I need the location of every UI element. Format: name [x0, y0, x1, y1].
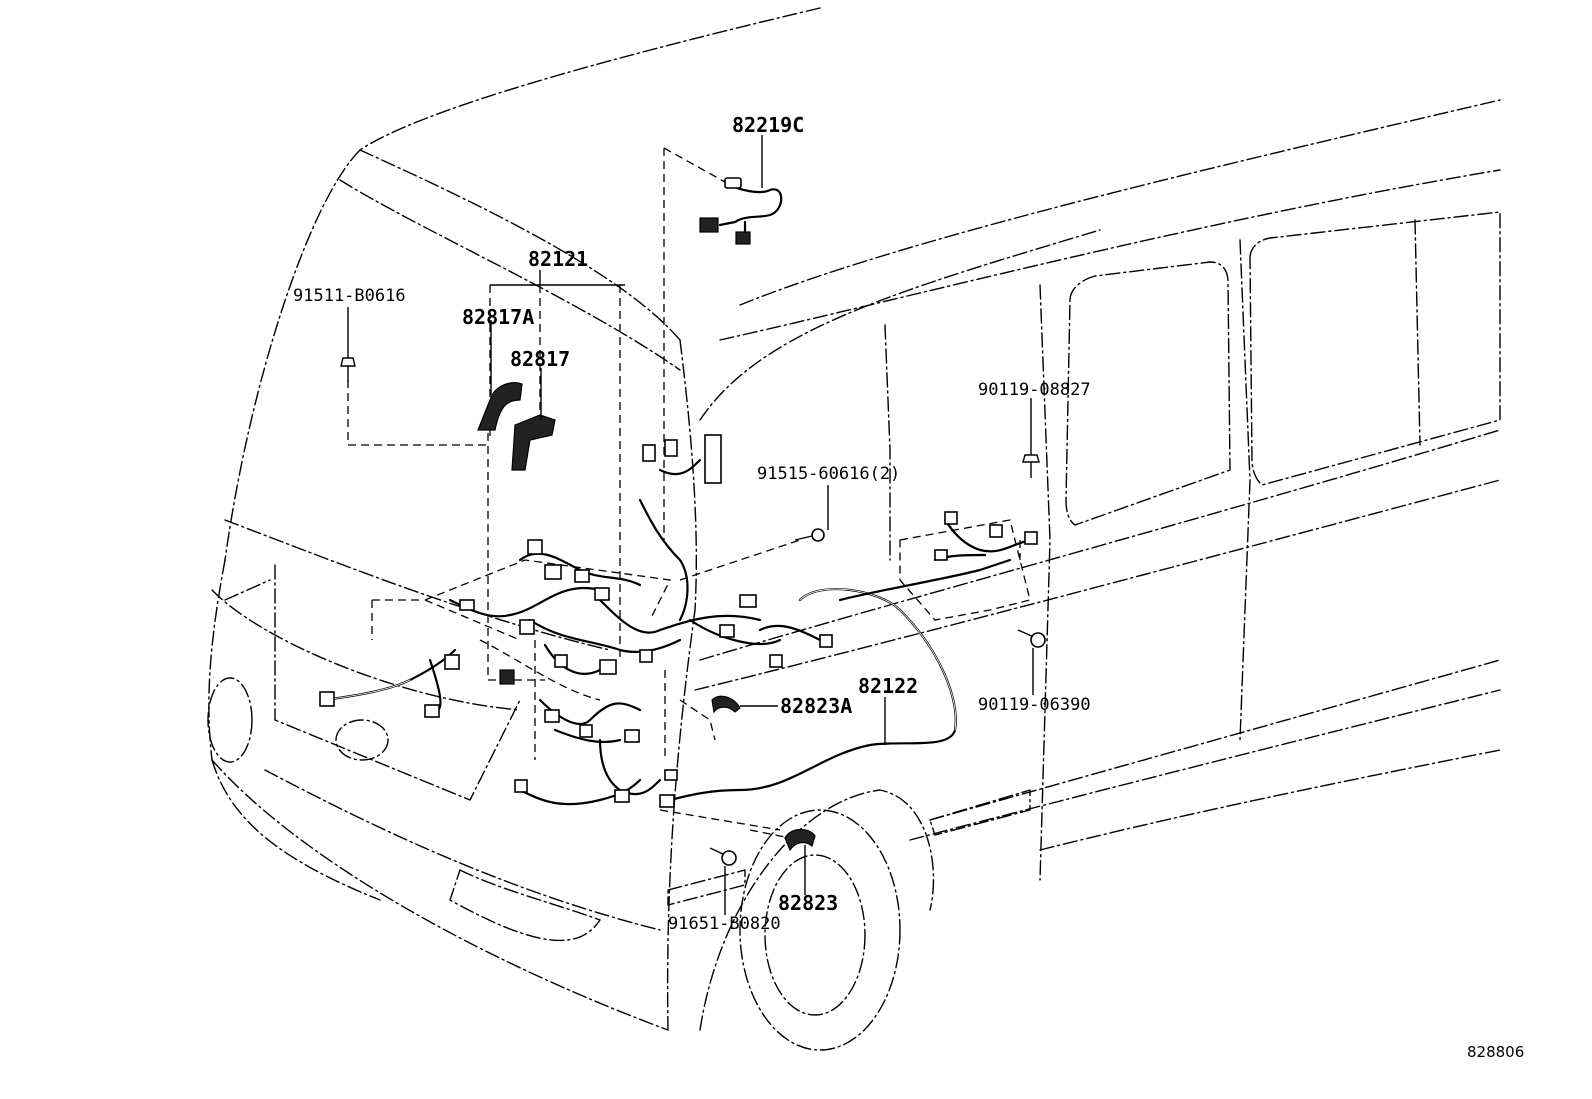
- part-label-91651-B0820: 91651-B0820: [668, 914, 781, 934]
- part-label-82817: 82817: [510, 347, 570, 371]
- cowl-wire-82122: [668, 558, 1012, 802]
- part-label-82122: 82122: [858, 674, 918, 698]
- part-label-90119-06390: 90119-06390: [978, 695, 1091, 715]
- part-labels: 82219C 82121 82817A 82817 91511-B0616 91…: [293, 113, 1524, 1061]
- connectors: [319, 177, 1038, 808]
- part-label-82219C: 82219C: [732, 113, 804, 137]
- leader-lines: [347, 135, 1034, 915]
- side-harness: [933, 518, 1032, 562]
- part-label-91511-B0616: 91511-B0616: [293, 286, 406, 306]
- part-label-82121: 82121: [528, 247, 588, 271]
- engine-room-harness-82121: [323, 458, 822, 806]
- assembly-boundaries: [347, 147, 1031, 841]
- illustration-code: 828806: [1467, 1043, 1524, 1061]
- part-label-91515-60616: 91515-60616(2): [757, 464, 900, 484]
- part-label-90119-08827: 90119-08827: [978, 380, 1091, 400]
- bolts: [340, 357, 1046, 866]
- sub-harness-82219C: [718, 183, 783, 237]
- van-body-outline: [207, 7, 1501, 1051]
- part-label-82823A: 82823A: [780, 694, 852, 718]
- part-label-82823: 82823: [778, 891, 838, 915]
- part-label-82817A: 82817A: [462, 305, 534, 329]
- protectors: [477, 382, 816, 852]
